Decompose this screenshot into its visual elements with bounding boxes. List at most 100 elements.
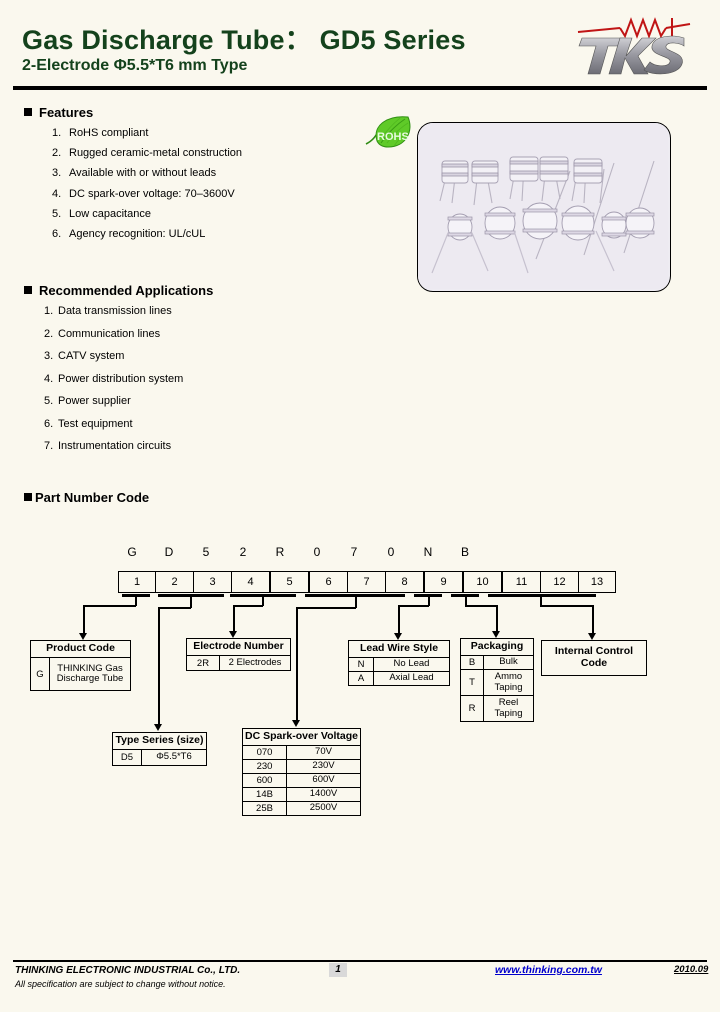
legend-title: Lead Wire Style: [349, 641, 449, 658]
legend-dc-spark-over-voltage: DC Spark-over Voltage 070 70V 230 230V 6…: [242, 728, 361, 816]
legend-code: D5: [113, 750, 142, 765]
leader-line: [158, 607, 191, 609]
position-cell: 11: [503, 572, 541, 592]
leader-line: [233, 605, 235, 633]
header-divider: [13, 86, 707, 90]
table-row: 14B 1400V: [243, 788, 360, 802]
leader-line: [83, 605, 85, 635]
legend-desc: Axial Lead: [389, 672, 434, 684]
leader-line: [355, 594, 357, 608]
code-char: 2: [239, 545, 247, 559]
code-char: D: [164, 545, 174, 559]
legend-code: 600: [243, 774, 287, 787]
legend-internal-control-code: Internal Control Code: [541, 640, 647, 676]
page-header: Gas Discharge Tube： GD5 Series 2-Electro…: [0, 0, 720, 100]
footer-company: THINKING ELECTRONIC INDUSTRIAL Co., LTD.: [15, 965, 241, 976]
leader-line: [83, 605, 136, 607]
table-row: G THINKING Gas Discharge Tube: [31, 658, 130, 690]
footer-url-link[interactable]: www.thinking.com.tw: [495, 964, 602, 976]
leader-arrow-icon: [228, 631, 237, 638]
legend-desc: 70V: [315, 746, 332, 758]
legend-electrode-number: Electrode Number 2R 2 Electrodes: [186, 638, 291, 671]
position-cell: 13: [590, 576, 604, 588]
table-row: 600 600V: [243, 774, 360, 788]
legend-product-code: Product Code G THINKING Gas Discharge Tu…: [30, 640, 131, 691]
legend-code: 14B: [243, 788, 287, 801]
legend-desc: 2500V: [309, 802, 338, 814]
leader-arrow-icon: [78, 633, 87, 640]
list-item: 2.Rugged ceramic-metal construction: [52, 147, 243, 160]
position-cell: 1: [119, 572, 156, 592]
list-item: 5.Low capacitance: [52, 207, 151, 220]
features-heading: Features: [24, 105, 93, 120]
legend-desc: 600V: [312, 774, 335, 786]
position-cell: 2: [156, 572, 194, 592]
legend-desc: 230V: [312, 760, 335, 772]
leader-arrow-icon: [491, 631, 500, 638]
leader-line: [465, 605, 497, 607]
part-number-code-heading: Part Number Code: [24, 490, 149, 505]
legend-lead-wire-style: Lead Wire Style N No Lead A Axial Lead: [348, 640, 450, 686]
position-cell: 10: [464, 572, 503, 592]
bullet-square-icon: [24, 493, 32, 501]
legend-desc: THINKING Gas Discharge Tube: [56, 662, 124, 684]
legend-code: R: [461, 696, 484, 721]
position-cell: 12: [541, 572, 579, 592]
leader-line: [496, 605, 498, 633]
list-item: 6.Agency recognition: UL/cUL: [52, 227, 206, 240]
legend-code: A: [349, 672, 374, 685]
table-row: 070 70V: [243, 746, 360, 760]
list-item: 6.Test equipment: [44, 417, 133, 430]
legend-desc: Φ5.5*T6: [156, 751, 192, 763]
code-char: N: [423, 545, 433, 559]
table-row: T Ammo Taping: [461, 670, 533, 696]
code-char: 5: [202, 545, 210, 559]
code-char: 0: [387, 545, 395, 559]
leader-arrow-icon: [587, 633, 596, 640]
legend-code: B: [461, 656, 484, 669]
legend-desc: No Lead: [393, 658, 430, 670]
applications-heading: Recommended Applications: [24, 283, 213, 298]
leader-line: [135, 594, 137, 606]
legend-code: G: [31, 658, 50, 690]
bullet-square-icon: [24, 286, 32, 294]
leader-line: [592, 605, 594, 635]
legend-code: 230: [243, 760, 287, 773]
svg-text:ROHS: ROHS: [377, 131, 409, 143]
list-item: 3.CATV system: [44, 350, 125, 362]
position-cell: 3: [194, 572, 232, 592]
code-char: R: [275, 545, 285, 559]
legend-title: Product Code: [31, 641, 130, 658]
list-item: 3.Available with or without leads: [52, 167, 217, 180]
features-list: 1.RoHS compliant 2.Rugged ceramic-metal …: [52, 127, 242, 248]
page-title: Gas Discharge Tube： GD5 Series: [22, 25, 466, 55]
table-row: B Bulk: [461, 656, 533, 670]
position-cell: 9: [425, 572, 464, 592]
legend-code: T: [461, 670, 484, 695]
footer-date: 2010.09: [674, 964, 709, 975]
bullet-square-icon: [24, 108, 32, 116]
leader-line: [398, 605, 400, 635]
table-row: R Reel Taping: [461, 696, 533, 721]
footer-divider: [13, 960, 707, 962]
list-item: 4.Power distribution system: [44, 372, 184, 385]
legend-code: N: [349, 658, 374, 671]
list-item: 2.Communication lines: [44, 327, 161, 340]
leader-arrow-icon: [153, 724, 162, 731]
legend-packaging: Packaging B Bulk T Ammo Taping R Reel Ta…: [460, 638, 534, 722]
legend-title: Packaging: [461, 639, 533, 656]
leader-line: [233, 605, 263, 607]
list-item: 4.DC spark-over voltage: 70–3600V: [52, 187, 235, 200]
leader-line: [540, 605, 593, 607]
table-row: D5 Φ5.5*T6: [113, 750, 206, 765]
applications-list: 1.Data transmission lines 2.Communicatio…: [44, 305, 183, 463]
leader-line: [296, 607, 356, 609]
legend-desc: Reel Taping: [494, 697, 523, 719]
table-row: 25B 2500V: [243, 802, 360, 815]
product-photo: [417, 122, 671, 292]
legend-desc: Ammo Taping: [494, 671, 523, 693]
code-char: B: [460, 545, 469, 559]
rohs-leaf-icon: ROHS: [364, 113, 418, 151]
code-char: 0: [313, 545, 321, 559]
